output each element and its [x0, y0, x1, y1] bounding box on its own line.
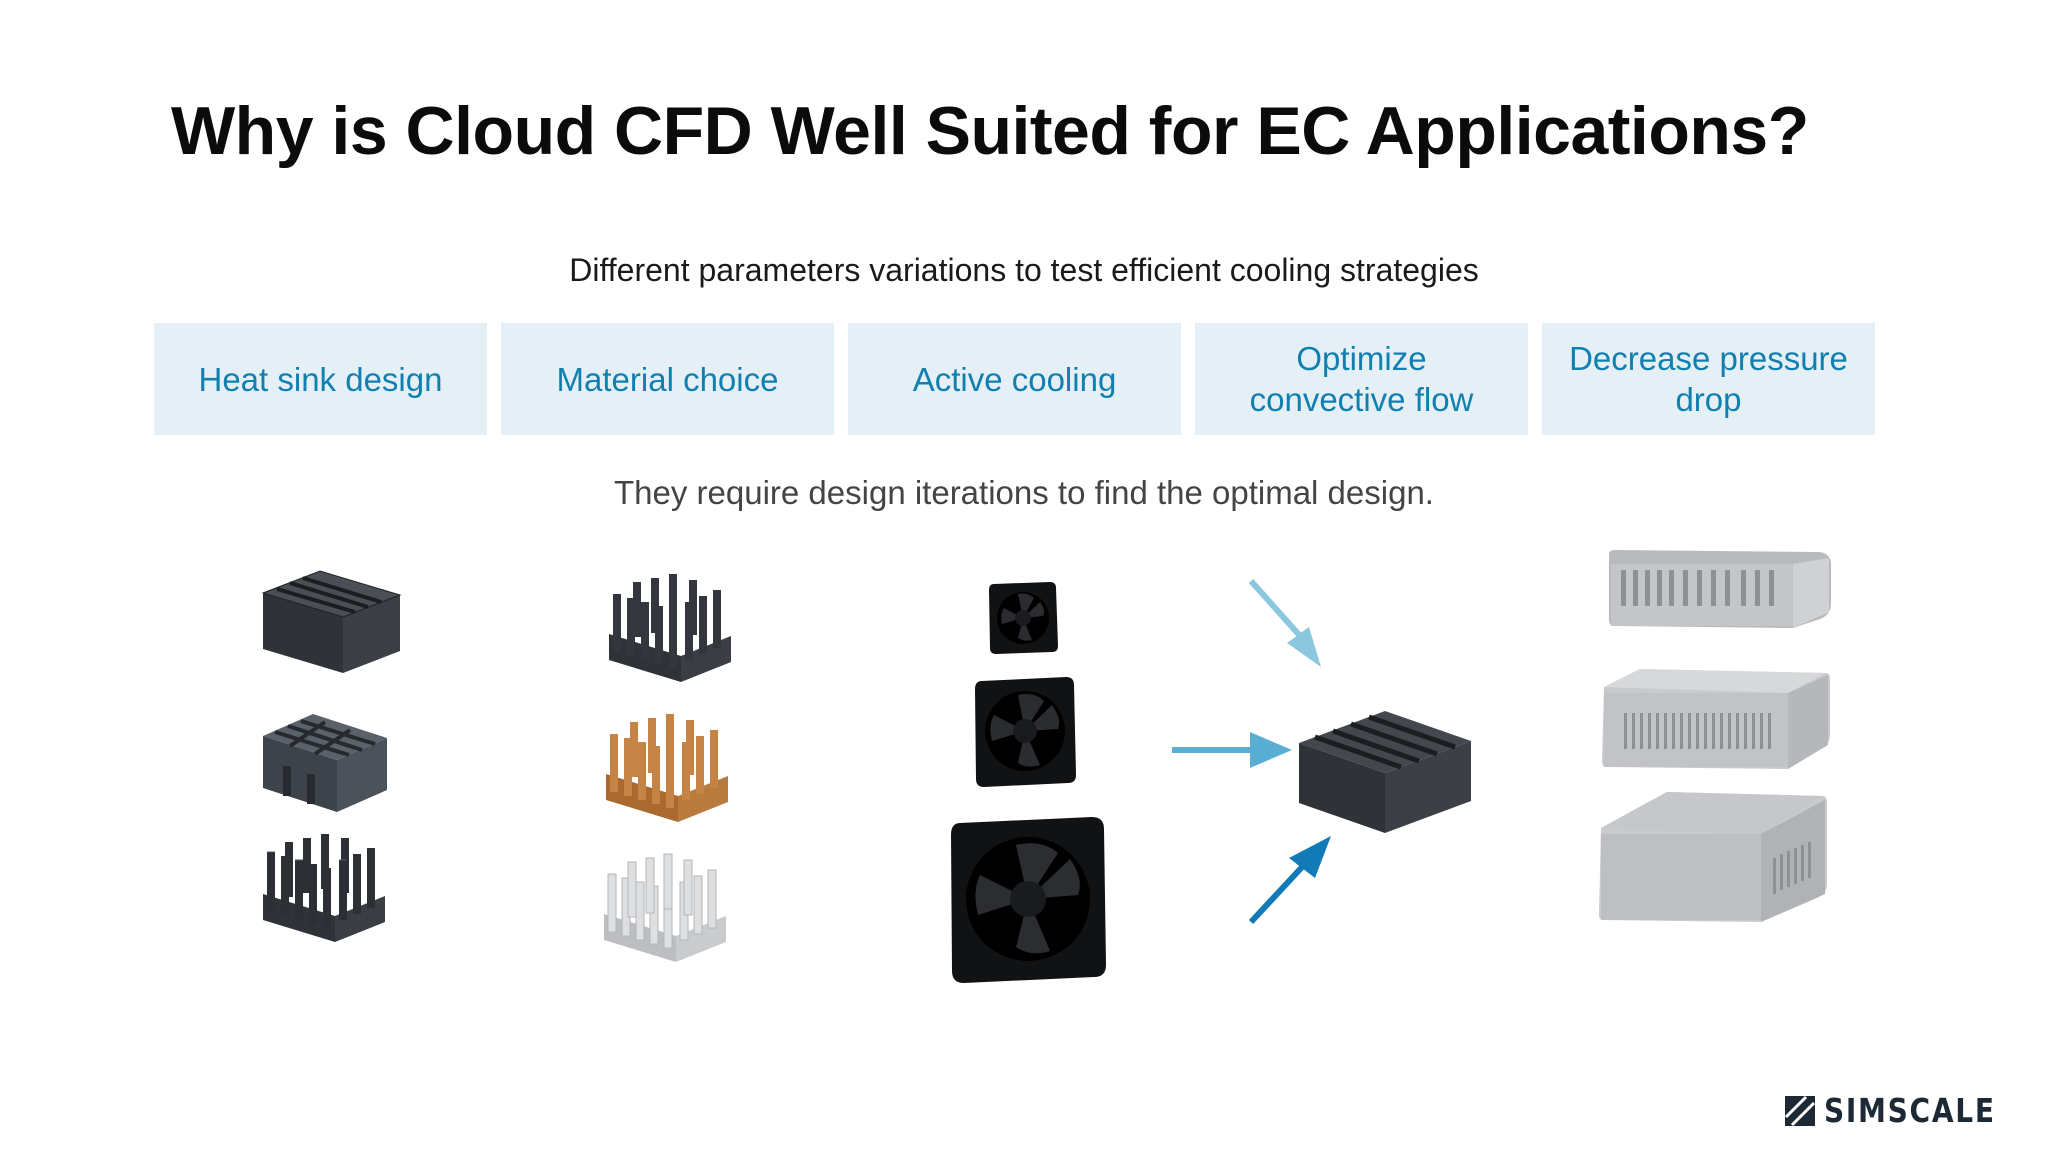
- arrow-light-icon: [1245, 575, 1335, 670]
- fan-large-image: [950, 815, 1108, 987]
- box-heat-sink-design: Heat sink design: [154, 323, 487, 435]
- slide-subtitle: Different parameters variations to test …: [569, 252, 1479, 288]
- iteration-note: They require design iterations to find t…: [614, 474, 1434, 511]
- simscale-logo-icon: [1784, 1095, 1816, 1126]
- fan-small-image: [988, 580, 1060, 656]
- slide-title: Why is Cloud CFD Well Suited for EC Appl…: [171, 93, 1809, 169]
- arrow-mid-icon: [1170, 728, 1295, 773]
- heatsink-convection-image: [1295, 695, 1475, 835]
- heatsink-dark-material-image: [603, 570, 738, 685]
- box-decrease-pressure-drop: Decrease pressure drop: [1542, 323, 1875, 435]
- enclosure-vents-top-image: [1603, 548, 1833, 630]
- box-active-cooling: Active cooling: [848, 323, 1181, 435]
- box-material-choice: Material choice: [501, 323, 834, 435]
- heatsink-pin-fins-image: [255, 830, 395, 945]
- heatsink-aluminum-material-image: [598, 850, 733, 965]
- simscale-logo-text: SIMSCALE: [1824, 1091, 1996, 1130]
- box-optimize-convective-flow: Optimize convective flow: [1195, 323, 1528, 435]
- heatsink-cut-fins-image: [255, 700, 395, 815]
- enclosure-vents-bottom-image: [1597, 788, 1829, 926]
- heatsink-plate-fins-image: [255, 555, 405, 675]
- arrow-dark-icon: [1245, 832, 1340, 927]
- simscale-logo: SIMSCALE: [1784, 1091, 2026, 1130]
- enclosure-vents-middle-image: [1600, 665, 1832, 773]
- fan-medium-image: [974, 675, 1078, 791]
- heatsink-copper-material-image: [600, 710, 735, 825]
- strategy-boxes: Heat sink design Material choice Active …: [154, 323, 1875, 435]
